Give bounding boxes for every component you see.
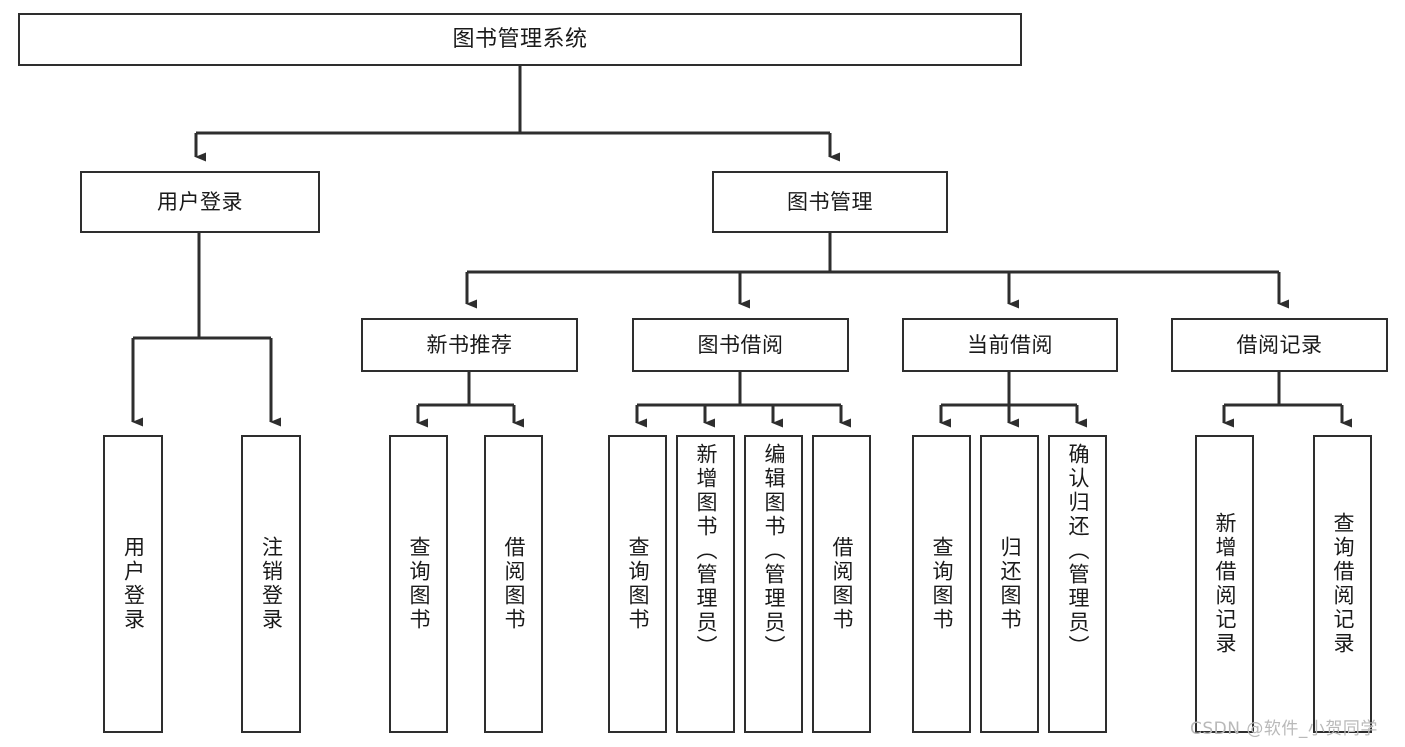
node-user-login[interactable]: 用户登录 (80, 171, 320, 233)
node-label: 借阅图书 (502, 536, 526, 632)
node-label: 新增借阅记录 (1213, 512, 1237, 656)
node-book-borrow[interactable]: 图书借阅 (632, 318, 849, 372)
leaf-query-book-current[interactable]: 查询图书 (912, 435, 971, 733)
node-label: 借阅图书 (830, 536, 854, 632)
leaf-query-book-recommend[interactable]: 查询图书 (389, 435, 448, 733)
node-label: 用户登录 (157, 189, 243, 214)
node-label: 查询图书 (407, 536, 431, 632)
leaf-query-book-borrow[interactable]: 查询图书 (608, 435, 667, 733)
leaf-query-borrow-record[interactable]: 查询借阅记录 (1313, 435, 1372, 733)
leaf-add-borrow-record[interactable]: 新增借阅记录 (1195, 435, 1254, 733)
leaf-add-book-admin[interactable]: 新增图书（管理员） (676, 435, 735, 733)
node-label: 当前借阅 (967, 332, 1053, 357)
node-label: 用户登录 (121, 536, 146, 632)
leaf-borrow-book[interactable]: 借阅图书 (812, 435, 871, 733)
node-label: 查询图书 (930, 536, 954, 632)
node-label: 查询借阅记录 (1331, 512, 1355, 656)
leaf-user-login[interactable]: 用户登录 (103, 435, 163, 733)
node-label: 新增图书（管理员） (694, 443, 718, 659)
node-label: 查询图书 (626, 536, 650, 632)
node-borrow-record[interactable]: 借阅记录 (1171, 318, 1388, 372)
leaf-return-book[interactable]: 归还图书 (980, 435, 1039, 733)
node-label: 新书推荐 (426, 332, 513, 357)
node-label: 归还图书 (998, 536, 1022, 632)
node-current-borrow[interactable]: 当前借阅 (902, 318, 1118, 372)
node-label: 借阅记录 (1236, 332, 1323, 357)
node-label: 注销登录 (259, 536, 284, 632)
leaf-logout-login[interactable]: 注销登录 (241, 435, 301, 733)
node-label: 确认归还（管理员） (1066, 443, 1090, 659)
leaf-confirm-return-admin[interactable]: 确认归还（管理员） (1048, 435, 1107, 733)
node-new-book-recommend[interactable]: 新书推荐 (361, 318, 578, 372)
node-label: 图书借阅 (697, 332, 784, 357)
leaf-edit-book-admin[interactable]: 编辑图书（管理员） (744, 435, 803, 733)
node-label: 图书管理 (787, 189, 873, 214)
node-root-library-system[interactable]: 图书管理系统 (18, 13, 1022, 66)
node-label: 图书管理系统 (452, 26, 588, 52)
node-label: 编辑图书（管理员） (762, 443, 786, 659)
csdn-watermark: CSDN @软件_小贺同学 (1190, 719, 1378, 739)
node-book-management[interactable]: 图书管理 (712, 171, 948, 233)
leaf-borrow-book-recommend[interactable]: 借阅图书 (484, 435, 543, 733)
